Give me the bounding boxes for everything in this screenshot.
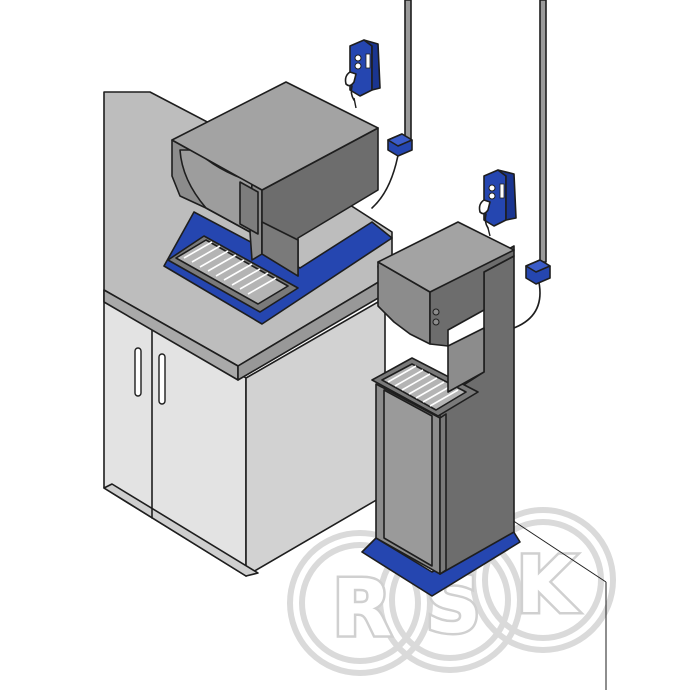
junction-box-right: [525, 259, 551, 285]
watermark-ring-r-inner: [299, 542, 421, 664]
supply-lines: [353, 97, 491, 237]
watermark-letter-r: R: [332, 564, 392, 654]
watermark-ring-k: [470, 507, 616, 653]
drip-grille-left: [183, 241, 277, 295]
cabinet-handle-right: [158, 353, 166, 405]
watermark-letter-k: K: [516, 541, 579, 631]
valve-icon: [354, 54, 362, 62]
floor-standing-ice-machine: [361, 221, 521, 597]
watermark-letters: R S K: [330, 539, 582, 657]
cabinet-handle-left: [134, 347, 142, 397]
plug-icon: [478, 199, 491, 215]
button-icon: [432, 308, 440, 316]
junction-box-left: [387, 133, 413, 157]
watermark-logo: [287, 507, 616, 676]
wall-connection-box-left: [344, 39, 381, 101]
valve-icon: [488, 184, 496, 192]
wall-connection-box-right: [478, 169, 517, 229]
drip-grille-right: [387, 365, 459, 407]
room-corner: [511, 519, 607, 690]
button-icon: [432, 318, 440, 326]
plug-icon: [344, 71, 357, 87]
watermark-ring-r: [287, 530, 433, 676]
countertop-ice-machine: [163, 81, 393, 325]
watermark-ring-k-inner: [482, 519, 604, 641]
